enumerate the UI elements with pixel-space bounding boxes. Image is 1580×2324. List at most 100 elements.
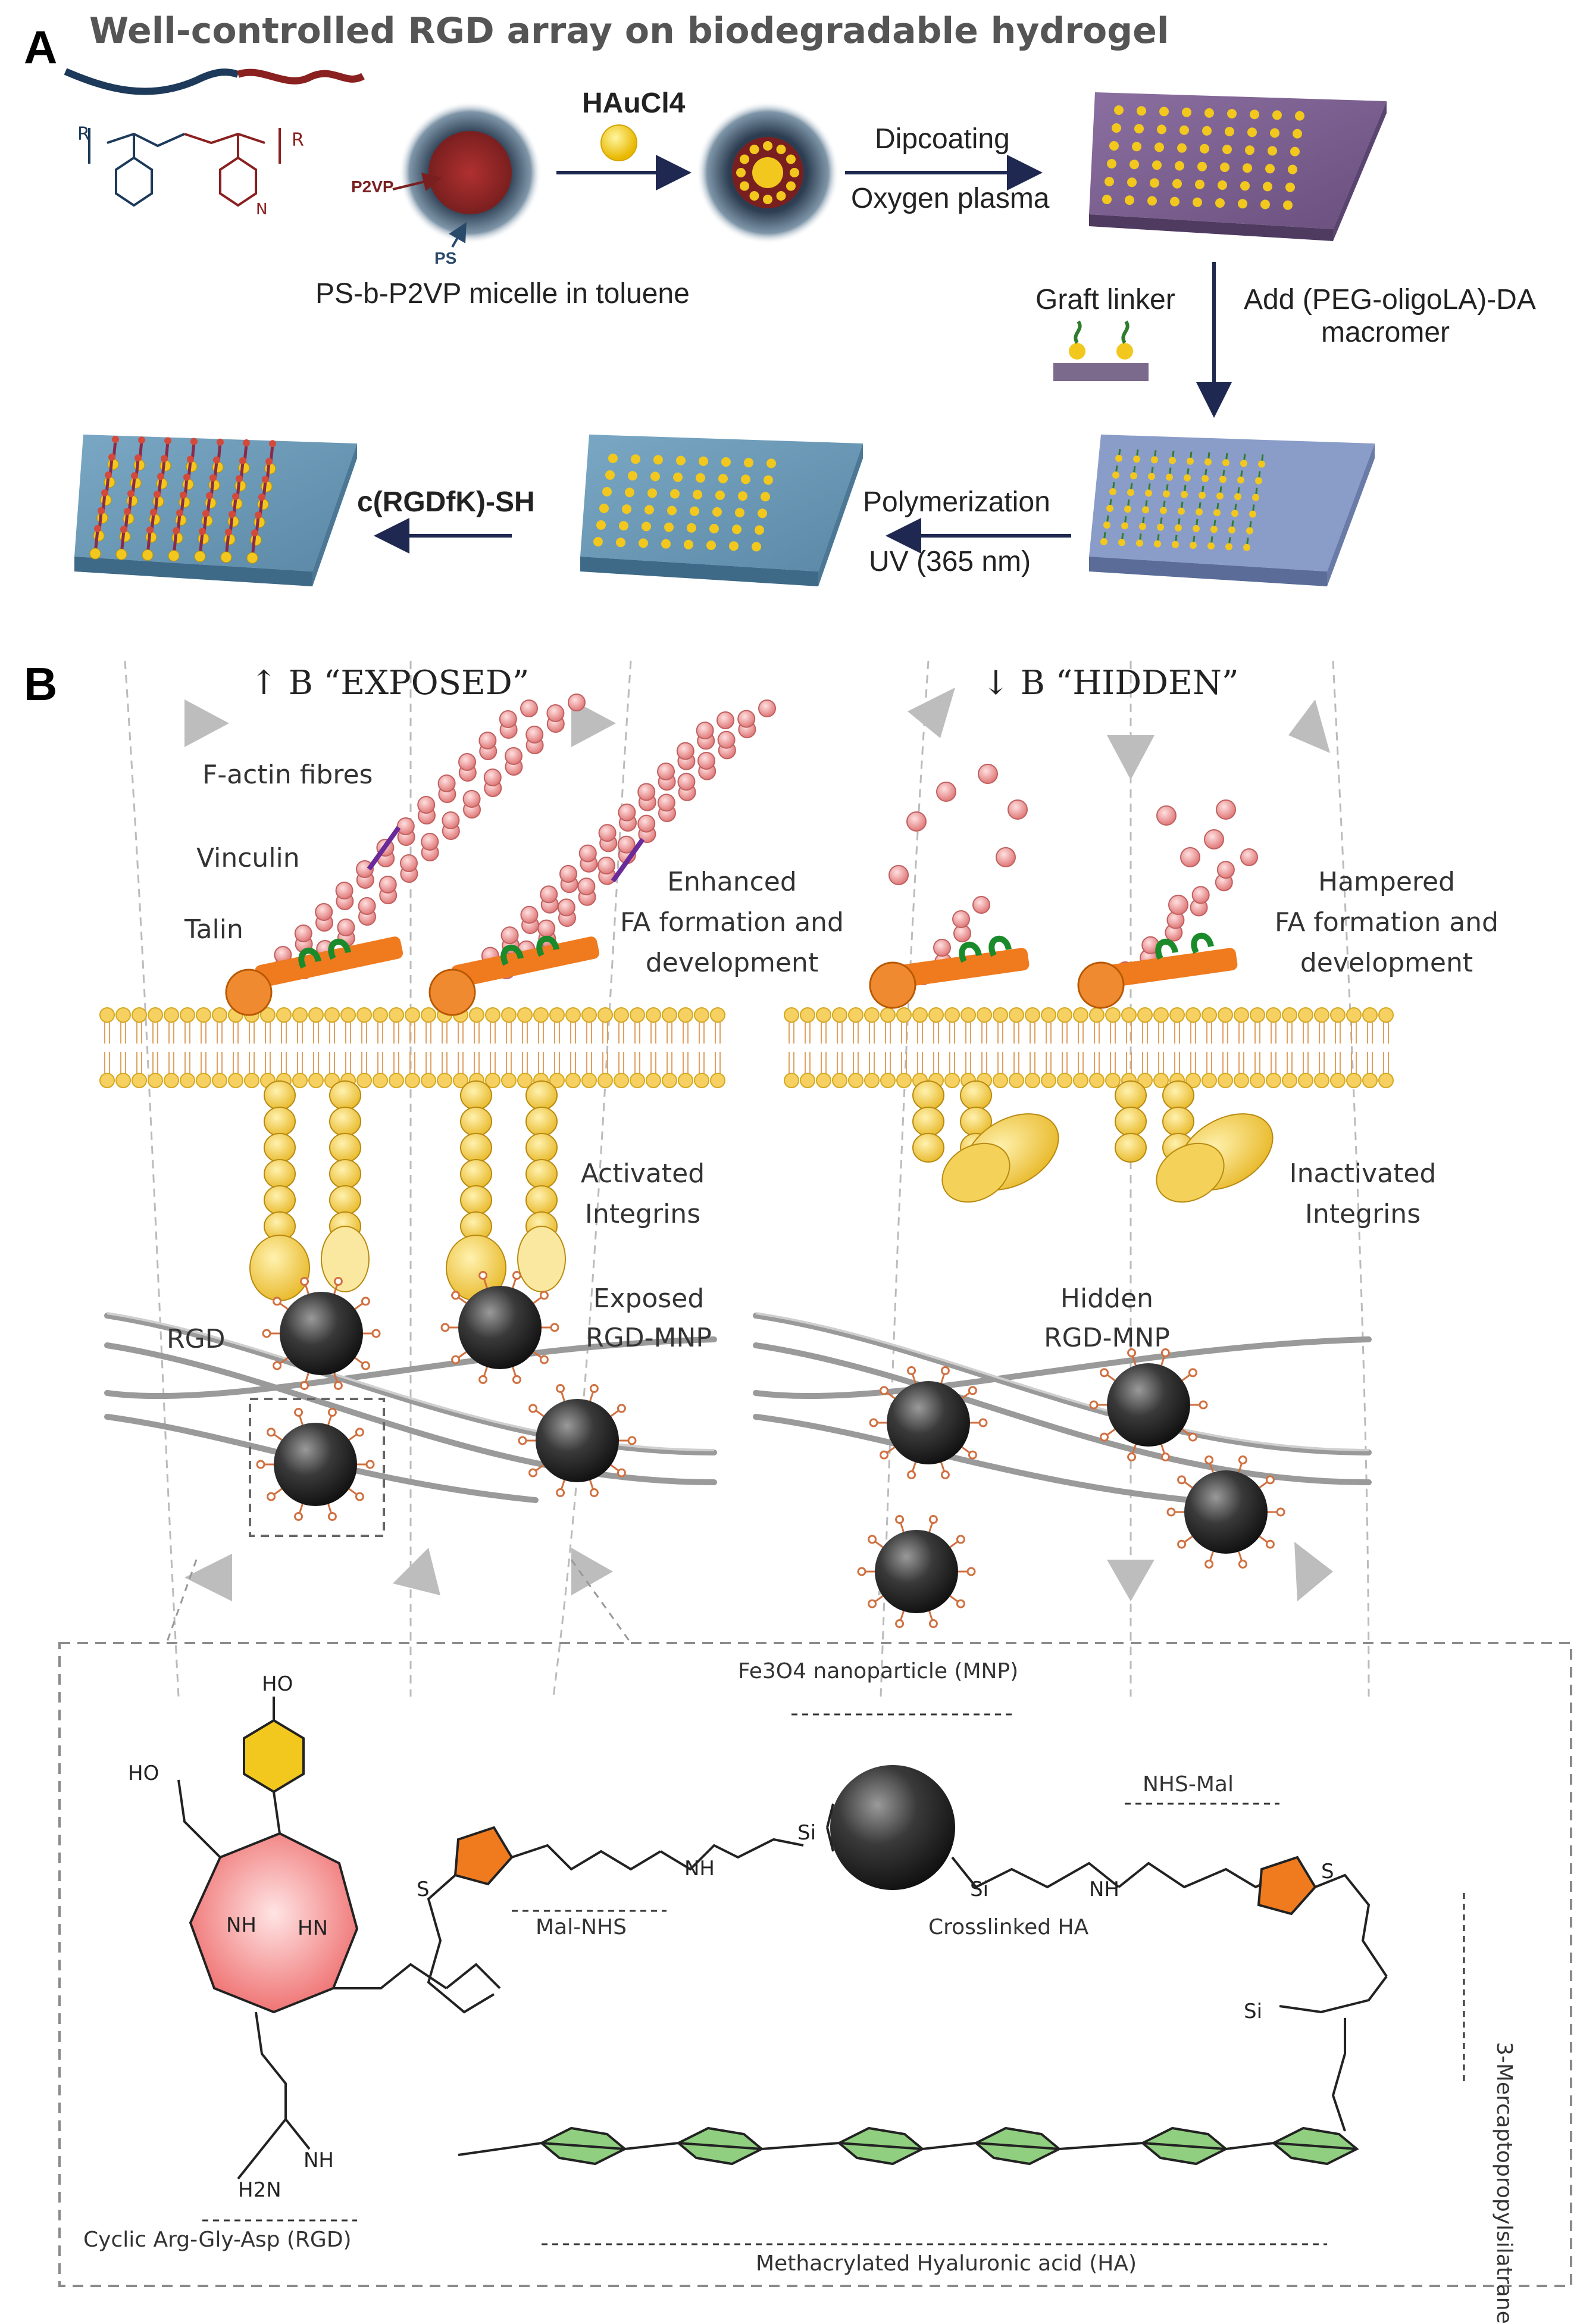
gold-dot: [1130, 160, 1139, 170]
gold-dot: [718, 474, 728, 483]
lipid-head: [373, 1073, 388, 1088]
rgd-ligand-head: [333, 1277, 343, 1286]
gold-dot: [1136, 539, 1143, 547]
integrin-domain: [329, 1185, 361, 1215]
rgd-head: [150, 508, 157, 516]
rgd-ligand-head: [869, 1418, 878, 1427]
rgd-ligand-head: [327, 1511, 337, 1521]
gold-dot: [729, 541, 739, 551]
gold-dot: [1175, 161, 1184, 171]
gold-dot: [776, 190, 786, 201]
mnp-sphere: [1184, 1470, 1268, 1554]
lipid-head: [1346, 1073, 1362, 1088]
crosslinked-ha-label: Crosslinked HA: [928, 1915, 1089, 1939]
rgd-ligand-head: [539, 1291, 549, 1300]
actin-monomer: [417, 796, 436, 814]
gold-dot: [1290, 146, 1300, 157]
gold-dot: [766, 458, 776, 468]
integrin-domain: [1162, 1080, 1194, 1110]
block-copolymer-icon: [64, 68, 365, 207]
lipid-head: [212, 1007, 227, 1023]
lipid-head: [356, 1007, 372, 1023]
mnp-sphere: [875, 1530, 958, 1613]
gold-dot: [741, 474, 750, 485]
vinculin-label: Vinculin: [196, 843, 300, 873]
actin-monomer: [442, 811, 460, 829]
actin-monomer: [500, 926, 519, 945]
rgd-array-substrate: [74, 435, 357, 586]
ha-glycosidic-links: [458, 2141, 1357, 2156]
hampered-label-3: development: [1300, 948, 1473, 978]
actin-monomer: [358, 897, 376, 915]
gold-dot: [194, 551, 206, 563]
integrin-icons: [249, 1080, 1274, 1301]
lipid-head: [1282, 1073, 1297, 1088]
rgd-ligand-head: [1238, 1455, 1247, 1465]
inactivated-label-1: Inactivated: [1289, 1158, 1437, 1189]
gold-dot: [687, 523, 696, 533]
actin-monomer: [537, 919, 556, 938]
gold-dot: [664, 522, 674, 532]
rgd-head: [217, 438, 224, 446]
rgd-head: [229, 511, 236, 518]
rgd-ligand-head: [1188, 1432, 1197, 1442]
gold-dot: [1169, 457, 1176, 464]
gold-dot: [1100, 538, 1107, 545]
rgd-ligand-head: [1127, 1452, 1137, 1461]
r1-label: R: [77, 124, 90, 145]
gold-dot: [1197, 161, 1207, 171]
lipid-head: [1089, 1007, 1105, 1023]
lipid-head: [1121, 1007, 1137, 1023]
gold-dot: [1225, 543, 1232, 551]
rgd-ligand-head: [968, 1450, 977, 1460]
gold-dot: [786, 154, 796, 164]
gold-dot: [1112, 123, 1121, 133]
gold-dot: [667, 505, 677, 516]
gold-dot: [684, 539, 693, 549]
gold-dot: [631, 454, 640, 464]
integrin-domain: [525, 1080, 558, 1110]
integrin-domain: [460, 1185, 492, 1215]
lipid-head: [694, 1007, 709, 1023]
rgd-ligand-head: [528, 1468, 538, 1478]
integrin-domain: [329, 1133, 361, 1163]
gold-dot: [1227, 109, 1237, 118]
gold-dot: [644, 505, 654, 515]
lipid-head: [944, 1073, 960, 1088]
integrin-domain: [460, 1133, 492, 1163]
lipid-head: [1218, 1007, 1233, 1023]
lipid-head: [356, 1073, 372, 1088]
gold-dot: [709, 524, 719, 533]
gold-dot: [1107, 159, 1116, 168]
gold-dot: [1160, 507, 1167, 514]
gold-dot: [1243, 543, 1250, 551]
rgd-head: [98, 507, 105, 514]
actin-monomer: [396, 817, 415, 835]
lipid-head: [148, 1073, 163, 1088]
gold-dot: [744, 458, 753, 468]
lipid-head: [694, 1073, 709, 1088]
gold-dot: [1152, 160, 1162, 170]
gold-dot: [1250, 110, 1259, 120]
lipid-head: [944, 1007, 960, 1023]
gold-dot: [1263, 182, 1272, 192]
gold-dot: [740, 181, 750, 191]
actin-monomer: [888, 865, 909, 885]
gold-dot: [1127, 489, 1134, 496]
gold-dot: [1258, 460, 1265, 468]
f-actin-fibres: [254, 694, 1258, 985]
rgd-ligand-head: [550, 1323, 559, 1332]
rgd-head: [138, 436, 145, 444]
lipid-head: [228, 1073, 243, 1088]
lipid-head: [630, 1007, 645, 1023]
lipid-head: [1041, 1007, 1056, 1023]
actin-monomer: [1216, 861, 1235, 879]
lipid-head: [614, 1073, 629, 1088]
lipid-head: [1105, 1007, 1121, 1023]
lipid-head: [212, 1073, 227, 1088]
integrin-domain: [460, 1159, 492, 1189]
lipid-head: [1234, 1007, 1249, 1023]
gold-dot: [1118, 539, 1125, 546]
gold-dot: [1127, 177, 1137, 188]
rgd-ligand-head: [273, 1297, 282, 1306]
